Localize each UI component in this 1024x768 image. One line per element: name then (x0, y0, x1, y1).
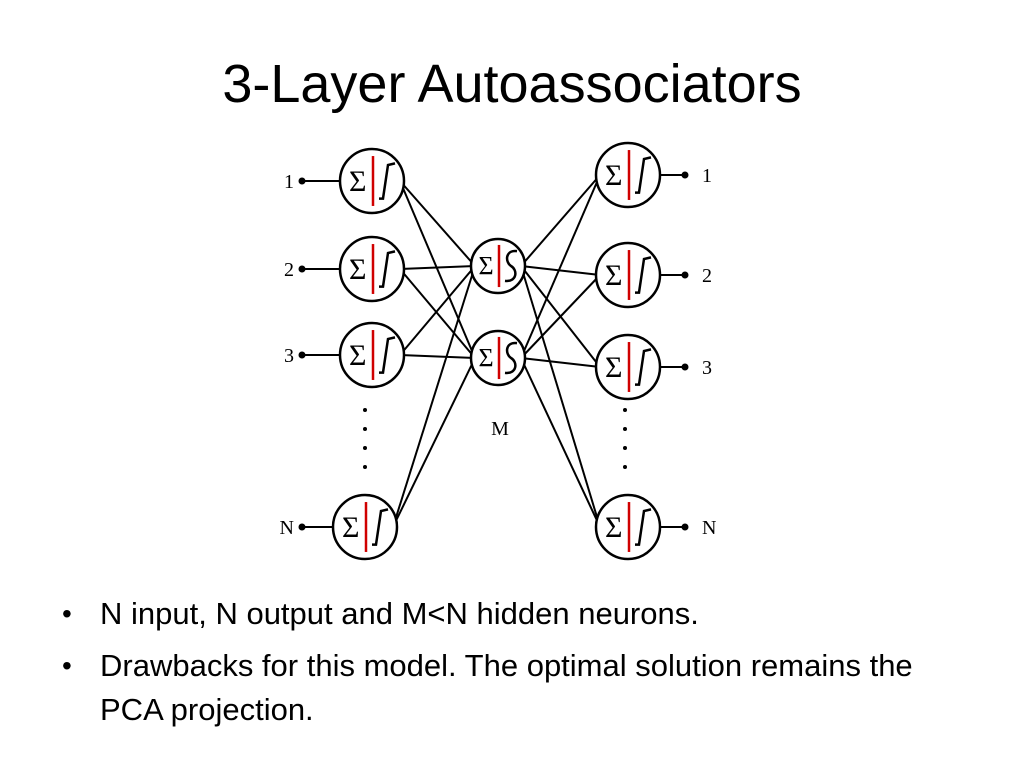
input-label: N (280, 517, 294, 539)
connection-line (392, 357, 476, 528)
bullet-item: • Drawbacks for this model. The optimal … (60, 644, 960, 732)
output-neuron: Σ (594, 493, 662, 561)
activation-icon (372, 508, 389, 546)
input-neuron: Σ (331, 493, 399, 561)
connection-line (399, 354, 476, 359)
vertical-ellipsis-icon (623, 408, 627, 469)
lead-dot (681, 271, 689, 279)
activation-icon (379, 162, 396, 200)
bullet-list: • N input, N output and M<N hidden neuro… (60, 592, 960, 740)
activation-icon (504, 341, 518, 375)
slide-title: 3-Layer Autoassociators (222, 54, 802, 114)
bullet-text: N input, N output and M<N hidden neurons… (100, 596, 699, 631)
sum-icon: Σ (342, 511, 359, 544)
input-neuron: Σ (338, 321, 406, 389)
output-label: 2 (702, 265, 712, 287)
output-neuron: Σ (594, 141, 662, 209)
lead-dot (298, 523, 306, 531)
connection-line (520, 274, 601, 359)
hidden-neuron: Σ (469, 329, 527, 387)
connection-line (399, 180, 476, 267)
hidden-layer-label: M (491, 418, 509, 440)
connection-line (399, 268, 476, 359)
network-connections (392, 174, 601, 528)
activation-icon (635, 256, 652, 294)
activation-icon (635, 508, 652, 546)
connection-line (520, 265, 601, 276)
connection-line (520, 174, 601, 267)
io-leads (298, 171, 689, 531)
lead-dot (681, 363, 689, 371)
sum-icon: Σ (479, 344, 494, 373)
input-label: 1 (284, 171, 294, 193)
output-neuron: Σ (594, 333, 662, 401)
connection-line (392, 265, 476, 528)
bullet-glyph: • (62, 650, 72, 681)
sum-icon: Σ (349, 339, 366, 372)
ellipsis-dot (623, 465, 627, 469)
connection-line (520, 174, 601, 359)
sum-icon: Σ (349, 253, 366, 286)
ellipsis-dot (363, 446, 367, 450)
ellipsis-dot (363, 465, 367, 469)
sum-icon: Σ (605, 511, 622, 544)
autoassociator-network-diagram: Σ Σ Σ Σ Σ Σ Σ Σ Σ Σ 1 2 3N 1 2 3N M (280, 141, 717, 561)
ellipsis-dot (623, 446, 627, 450)
lead-dot (681, 523, 689, 531)
lead-dot (298, 177, 306, 185)
ellipsis-dots (363, 408, 627, 469)
lead-dot (298, 351, 306, 359)
connection-line (520, 265, 601, 528)
ellipsis-dot (623, 408, 627, 412)
neurons: Σ Σ Σ Σ Σ Σ Σ Σ Σ Σ (331, 141, 662, 561)
sum-icon: Σ (605, 259, 622, 292)
input-neuron: Σ (338, 147, 406, 215)
output-label: 1 (702, 165, 712, 187)
lead-dot (298, 265, 306, 273)
sum-icon: Σ (479, 252, 494, 281)
activation-icon (635, 348, 652, 386)
input-label: 2 (284, 259, 294, 281)
bullet-item: • N input, N output and M<N hidden neuro… (60, 592, 960, 636)
sum-icon: Σ (349, 165, 366, 198)
sum-icon: Σ (605, 351, 622, 384)
bullet-glyph: • (62, 598, 72, 629)
connection-line (399, 265, 476, 270)
input-label: 3 (284, 345, 294, 367)
ellipsis-dot (623, 427, 627, 431)
connection-line (399, 265, 476, 356)
vertical-ellipsis-icon (363, 408, 367, 469)
activation-icon (379, 336, 396, 374)
activation-icon (504, 249, 518, 283)
output-label: N (702, 517, 716, 539)
ellipsis-dot (363, 427, 367, 431)
activation-icon (635, 156, 652, 194)
output-neuron: Σ (594, 241, 662, 309)
output-label: 3 (702, 357, 712, 379)
connection-line (520, 357, 601, 368)
input-neuron: Σ (338, 235, 406, 303)
hidden-neuron: Σ (469, 237, 527, 295)
lead-dot (681, 171, 689, 179)
bullet-text: Drawbacks for this model. The optimal so… (100, 648, 913, 727)
io-labels: 1 2 3N 1 2 3N M (280, 165, 717, 539)
ellipsis-dot (363, 408, 367, 412)
activation-icon (379, 250, 396, 288)
connection-line (520, 357, 601, 528)
sum-icon: Σ (605, 159, 622, 192)
connection-line (399, 180, 476, 359)
